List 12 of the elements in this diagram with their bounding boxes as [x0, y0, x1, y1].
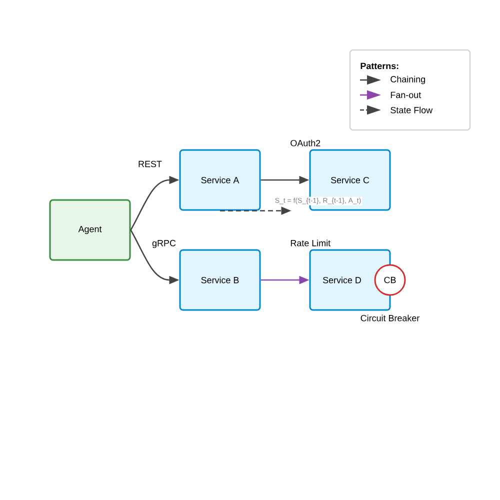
legend-text: State Flow [390, 106, 433, 114]
legend-title: Patterns: [360, 62, 398, 70]
circuit-breaker-label: Circuit Breaker [360, 314, 420, 322]
agent-box: Agent [49, 199, 131, 261]
protocol-label: Rate Limit [290, 240, 330, 246]
service-box: Service A [179, 149, 261, 211]
protocol-label: OAuth2 [290, 140, 320, 146]
legend-text: Chaining [390, 76, 425, 84]
edge-label: REST [138, 160, 162, 168]
edge-label: gRPC [152, 240, 176, 248]
legend-text: Fan-out [390, 92, 422, 98]
service-box: Service B [179, 249, 261, 311]
